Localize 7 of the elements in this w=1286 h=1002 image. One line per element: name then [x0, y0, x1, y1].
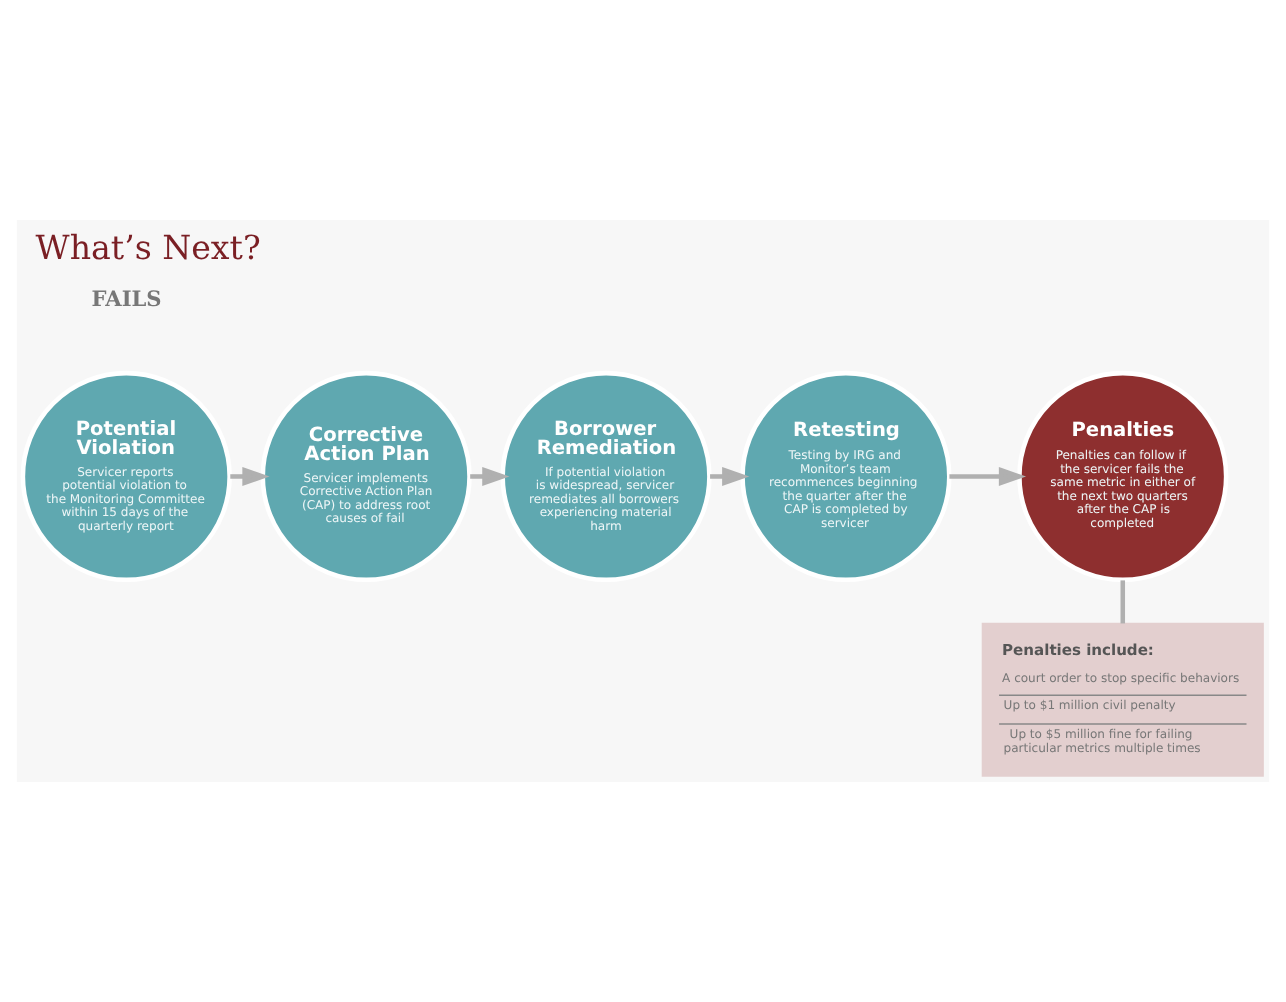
label: FAILS [91, 287, 162, 312]
arrow [710, 466, 750, 486]
arrow [230, 466, 270, 486]
arrow [949, 466, 1027, 486]
connector [1120, 580, 1126, 624]
arrow [470, 466, 510, 486]
diagram-title: What’s Next? [35, 228, 261, 267]
